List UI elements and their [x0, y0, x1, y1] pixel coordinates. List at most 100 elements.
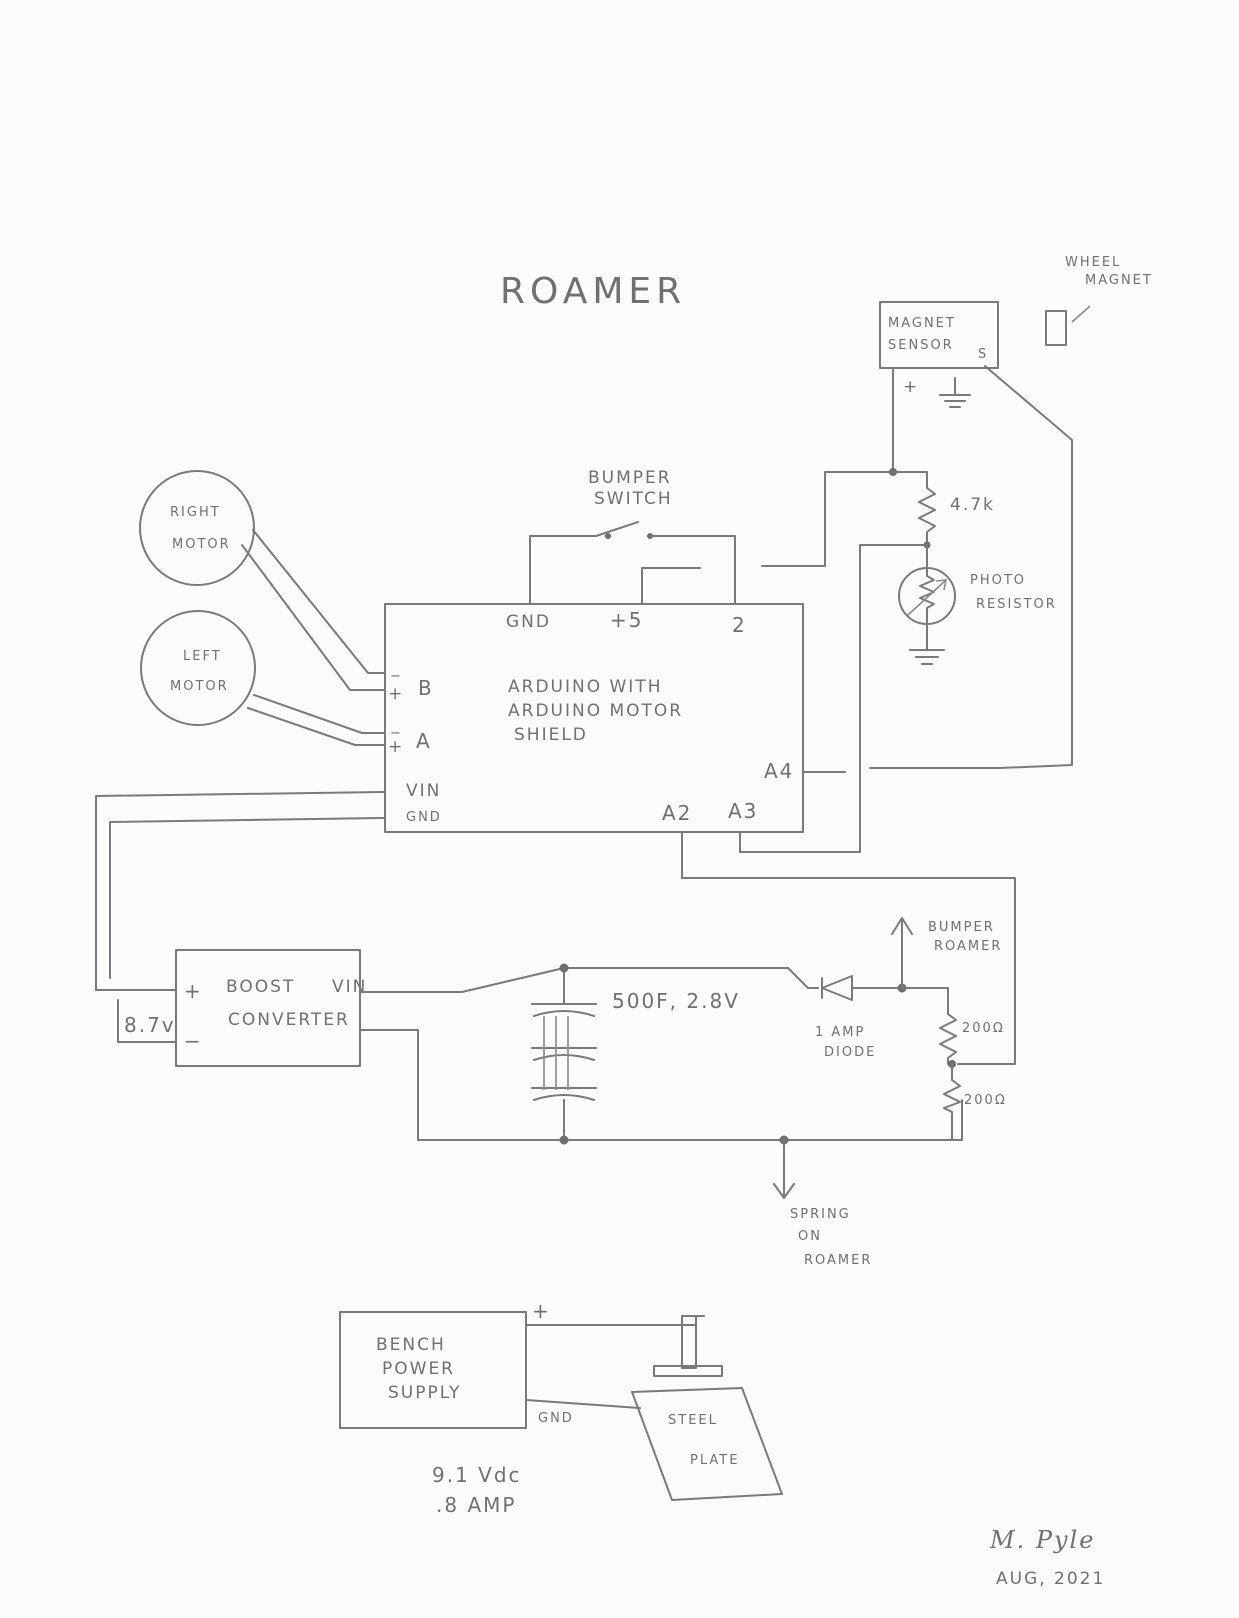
right-motor-label-1: RIGHT [170, 505, 221, 520]
arduino-pin-gnd: GND [406, 810, 442, 825]
signature-date: AUG, 2021 [996, 1569, 1105, 1589]
boost-label-1: BOOST [226, 977, 295, 997]
right-motor-wire-neg [252, 529, 386, 674]
diode-label-2: DIODE [824, 1045, 876, 1060]
left-motor-label-1: LEFT [183, 649, 222, 664]
resistor-200-lower [943, 1063, 961, 1141]
bottom-rail-wire [359, 1029, 963, 1141]
bumper-switch-gnd-wire [529, 535, 597, 605]
boost-minus-wire [117, 999, 177, 1043]
bench-plus: + [532, 1299, 551, 1323]
wheel-magnet-symbol [1045, 310, 1067, 346]
resistor-200-upper-label: 200Ω [962, 1021, 1005, 1036]
photo-resistor-label-2: RESISTOR [976, 597, 1057, 612]
bench-spec-2: .8 AMP [436, 1493, 516, 1517]
bumper-switch-label-2: SWITCH [594, 489, 673, 509]
arduino-pin-2: 2 [732, 613, 747, 637]
bench-label-2: POWER [382, 1359, 455, 1379]
arduino-5v-wire [641, 567, 701, 605]
boost-label-2: CONVERTER [228, 1010, 350, 1030]
photo-signal-wire [739, 544, 928, 853]
arduino-pin-a-minus: − [390, 726, 403, 741]
junction-cap-bottom [559, 1135, 569, 1145]
photo-ground-symbol [909, 623, 945, 665]
arduino-pin-b-minus: − [390, 669, 403, 684]
resistor-4-7k-label: 4.7k [950, 495, 995, 515]
spring-label-3: ROAMER [804, 1253, 872, 1268]
left-motor-label-2: MOTOR [170, 679, 229, 694]
wheel-magnet-label-2: MAGNET [1085, 273, 1153, 288]
bumper-roamer-label-2: ROAMER [934, 939, 1002, 954]
arduino-pin-b: B [418, 676, 434, 700]
arduino-pin-a-plus: + [388, 737, 404, 757]
bench-plus-wire [525, 1315, 705, 1326]
arduino-board [384, 603, 804, 833]
arduino-label-1: ARDUINO WITH [508, 677, 662, 697]
photo-resistor-label-1: PHOTO [970, 573, 1026, 588]
sensor-ground-symbol [939, 377, 971, 408]
bumper-switch-contact [595, 521, 639, 537]
sensor-pin-plus: + [903, 377, 919, 397]
capacitor-label: 500F, 2.8V [612, 989, 740, 1013]
signature-name: M. Pyle [989, 1526, 1095, 1554]
bumper-switch-label-1: BUMPER [588, 468, 672, 488]
plus5-rail-wire [761, 471, 894, 567]
sensor-pin-s: S [978, 347, 988, 362]
steel-plate-label-1: STEEL [668, 1413, 718, 1428]
bench-spec-1: 9.1 Vdc [432, 1463, 522, 1487]
arduino-pin-a2: A2 [662, 801, 692, 825]
sensor-signal-wire [869, 365, 1073, 769]
wheel-magnet-arrow [1071, 305, 1091, 323]
bench-label-1: BENCH [376, 1335, 446, 1355]
left-motor-symbol [140, 610, 256, 726]
spring-arrow-icon [773, 1183, 795, 1199]
vin-wire [95, 791, 386, 991]
left-motor-wire-pos [247, 707, 386, 746]
steel-plate-symbol [631, 1387, 783, 1501]
resistor-200-lower-label: 200Ω [964, 1093, 1007, 1108]
arduino-pin-b-plus: + [388, 684, 404, 704]
wheel-magnet-label-1: WHEEL [1065, 255, 1121, 270]
resistor-200-upper [901, 987, 957, 1065]
bench-gnd: GND [538, 1411, 574, 1426]
magnet-sensor-box [879, 301, 999, 369]
a2-sense-wire [681, 831, 1016, 1065]
arduino-pin-a3: A3 [728, 799, 758, 823]
diagram-title: ROAMER [500, 271, 686, 312]
arduino-pin-vin: VIN [406, 781, 441, 801]
arduino-pin-5v: +5 [610, 608, 643, 632]
steel-plate-label-2: PLATE [690, 1453, 739, 1468]
right-motor-wire-pos [241, 544, 386, 691]
arduino-pin-a4: A4 [764, 759, 794, 783]
diode-symbol [787, 967, 901, 1001]
arduino-pin-a: A [416, 729, 432, 753]
contact-post-symbol [653, 1315, 723, 1377]
bumper-switch-pivot [605, 533, 611, 539]
left-motor-wire-neg [253, 694, 386, 734]
boost-minus: − [184, 1029, 203, 1053]
arduino-pin-gnd-top: GND [506, 612, 551, 632]
spring-label-1: SPRING [790, 1207, 851, 1222]
gnd-wire-a [109, 817, 386, 979]
photo-resistor-symbol [898, 544, 956, 625]
bench-gnd-wire [525, 1399, 641, 1409]
top-rail-wire [359, 967, 789, 993]
arduino-label-3: SHIELD [514, 725, 588, 745]
bumper-roamer-label-1: BUMPER [928, 920, 995, 935]
spring-label-2: ON [798, 1229, 822, 1244]
bumper-roamer-arrow-icon [891, 917, 913, 935]
junction-cap-top [559, 963, 569, 973]
boost-vin: VIN [332, 977, 367, 997]
boost-converter-box [175, 949, 361, 1067]
resistor-4-7k [918, 471, 936, 546]
boost-voltage: 8.7v [124, 1013, 176, 1037]
bench-label-3: SUPPLY [388, 1383, 461, 1403]
bench-supply-box [339, 1311, 527, 1429]
right-motor-label-2: MOTOR [172, 537, 231, 552]
right-motor-symbol [139, 470, 255, 586]
magnet-sensor-label-1: MAGNET [888, 316, 956, 331]
bumper-switch-pin2-wire [649, 535, 736, 605]
arduino-label-2: ARDUINO MOTOR [508, 701, 683, 721]
